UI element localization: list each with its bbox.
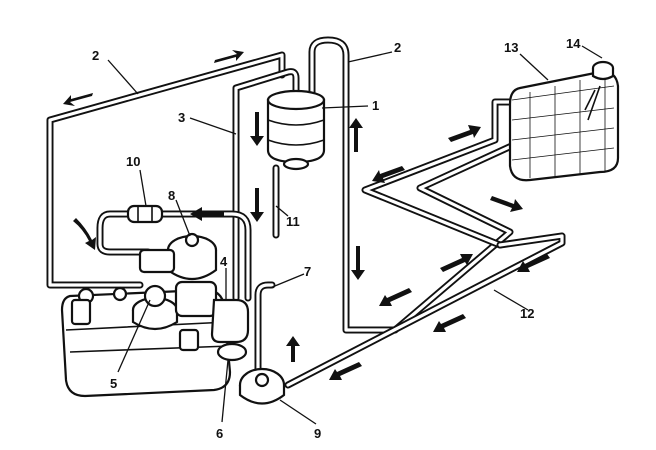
callout-6: 6	[216, 426, 223, 441]
callout-4: 4	[220, 254, 228, 269]
flow-arrow	[433, 314, 466, 332]
filler-cap-icon	[591, 60, 615, 81]
callout-7: 7	[304, 264, 311, 279]
callout-2-left: 2	[92, 48, 99, 63]
flow-arrow	[73, 218, 96, 250]
callout-3: 3	[178, 110, 185, 125]
flow-arrow	[214, 50, 244, 63]
fuel-tank-icon	[508, 70, 620, 182]
carburettor-icon	[138, 232, 218, 281]
flow-arrow	[372, 166, 405, 183]
callout-1: 1	[372, 98, 379, 113]
flow-arrow	[440, 254, 473, 272]
callout-12: 12	[520, 306, 534, 321]
flow-arrow	[379, 288, 412, 306]
flow-arrow	[349, 118, 363, 152]
flow-arrow	[448, 125, 481, 142]
carb-connector-icon	[210, 298, 250, 362]
callout-14: 14	[566, 36, 581, 51]
flow-arrows	[63, 50, 550, 380]
pipe-7	[254, 281, 276, 376]
flow-arrow	[250, 112, 264, 146]
callout-11: 11	[286, 214, 300, 229]
callout-2-right: 2	[394, 40, 401, 55]
callout-5: 5	[110, 376, 117, 391]
leader-lines	[107, 45, 603, 425]
callout-13: 13	[504, 40, 518, 55]
inline-filter-icon	[126, 204, 164, 224]
callout-8: 8	[168, 188, 175, 203]
flow-arrow	[351, 246, 365, 280]
flow-arrow	[286, 336, 300, 362]
canister-icon	[266, 89, 326, 171]
flow-arrow	[517, 254, 550, 272]
fuel-pump-icon	[238, 367, 286, 405]
flow-arrow	[190, 207, 224, 221]
flow-arrow	[63, 93, 93, 106]
flow-arrow	[250, 188, 264, 222]
pipes	[46, 36, 566, 389]
flow-arrow	[329, 362, 362, 380]
flow-arrow	[490, 196, 523, 212]
callouts: 2 2 3 1 13 14 10 8 11 4 7 12 5 6 9	[92, 36, 581, 441]
callout-9: 9	[314, 426, 321, 441]
callout-10: 10	[126, 154, 140, 169]
